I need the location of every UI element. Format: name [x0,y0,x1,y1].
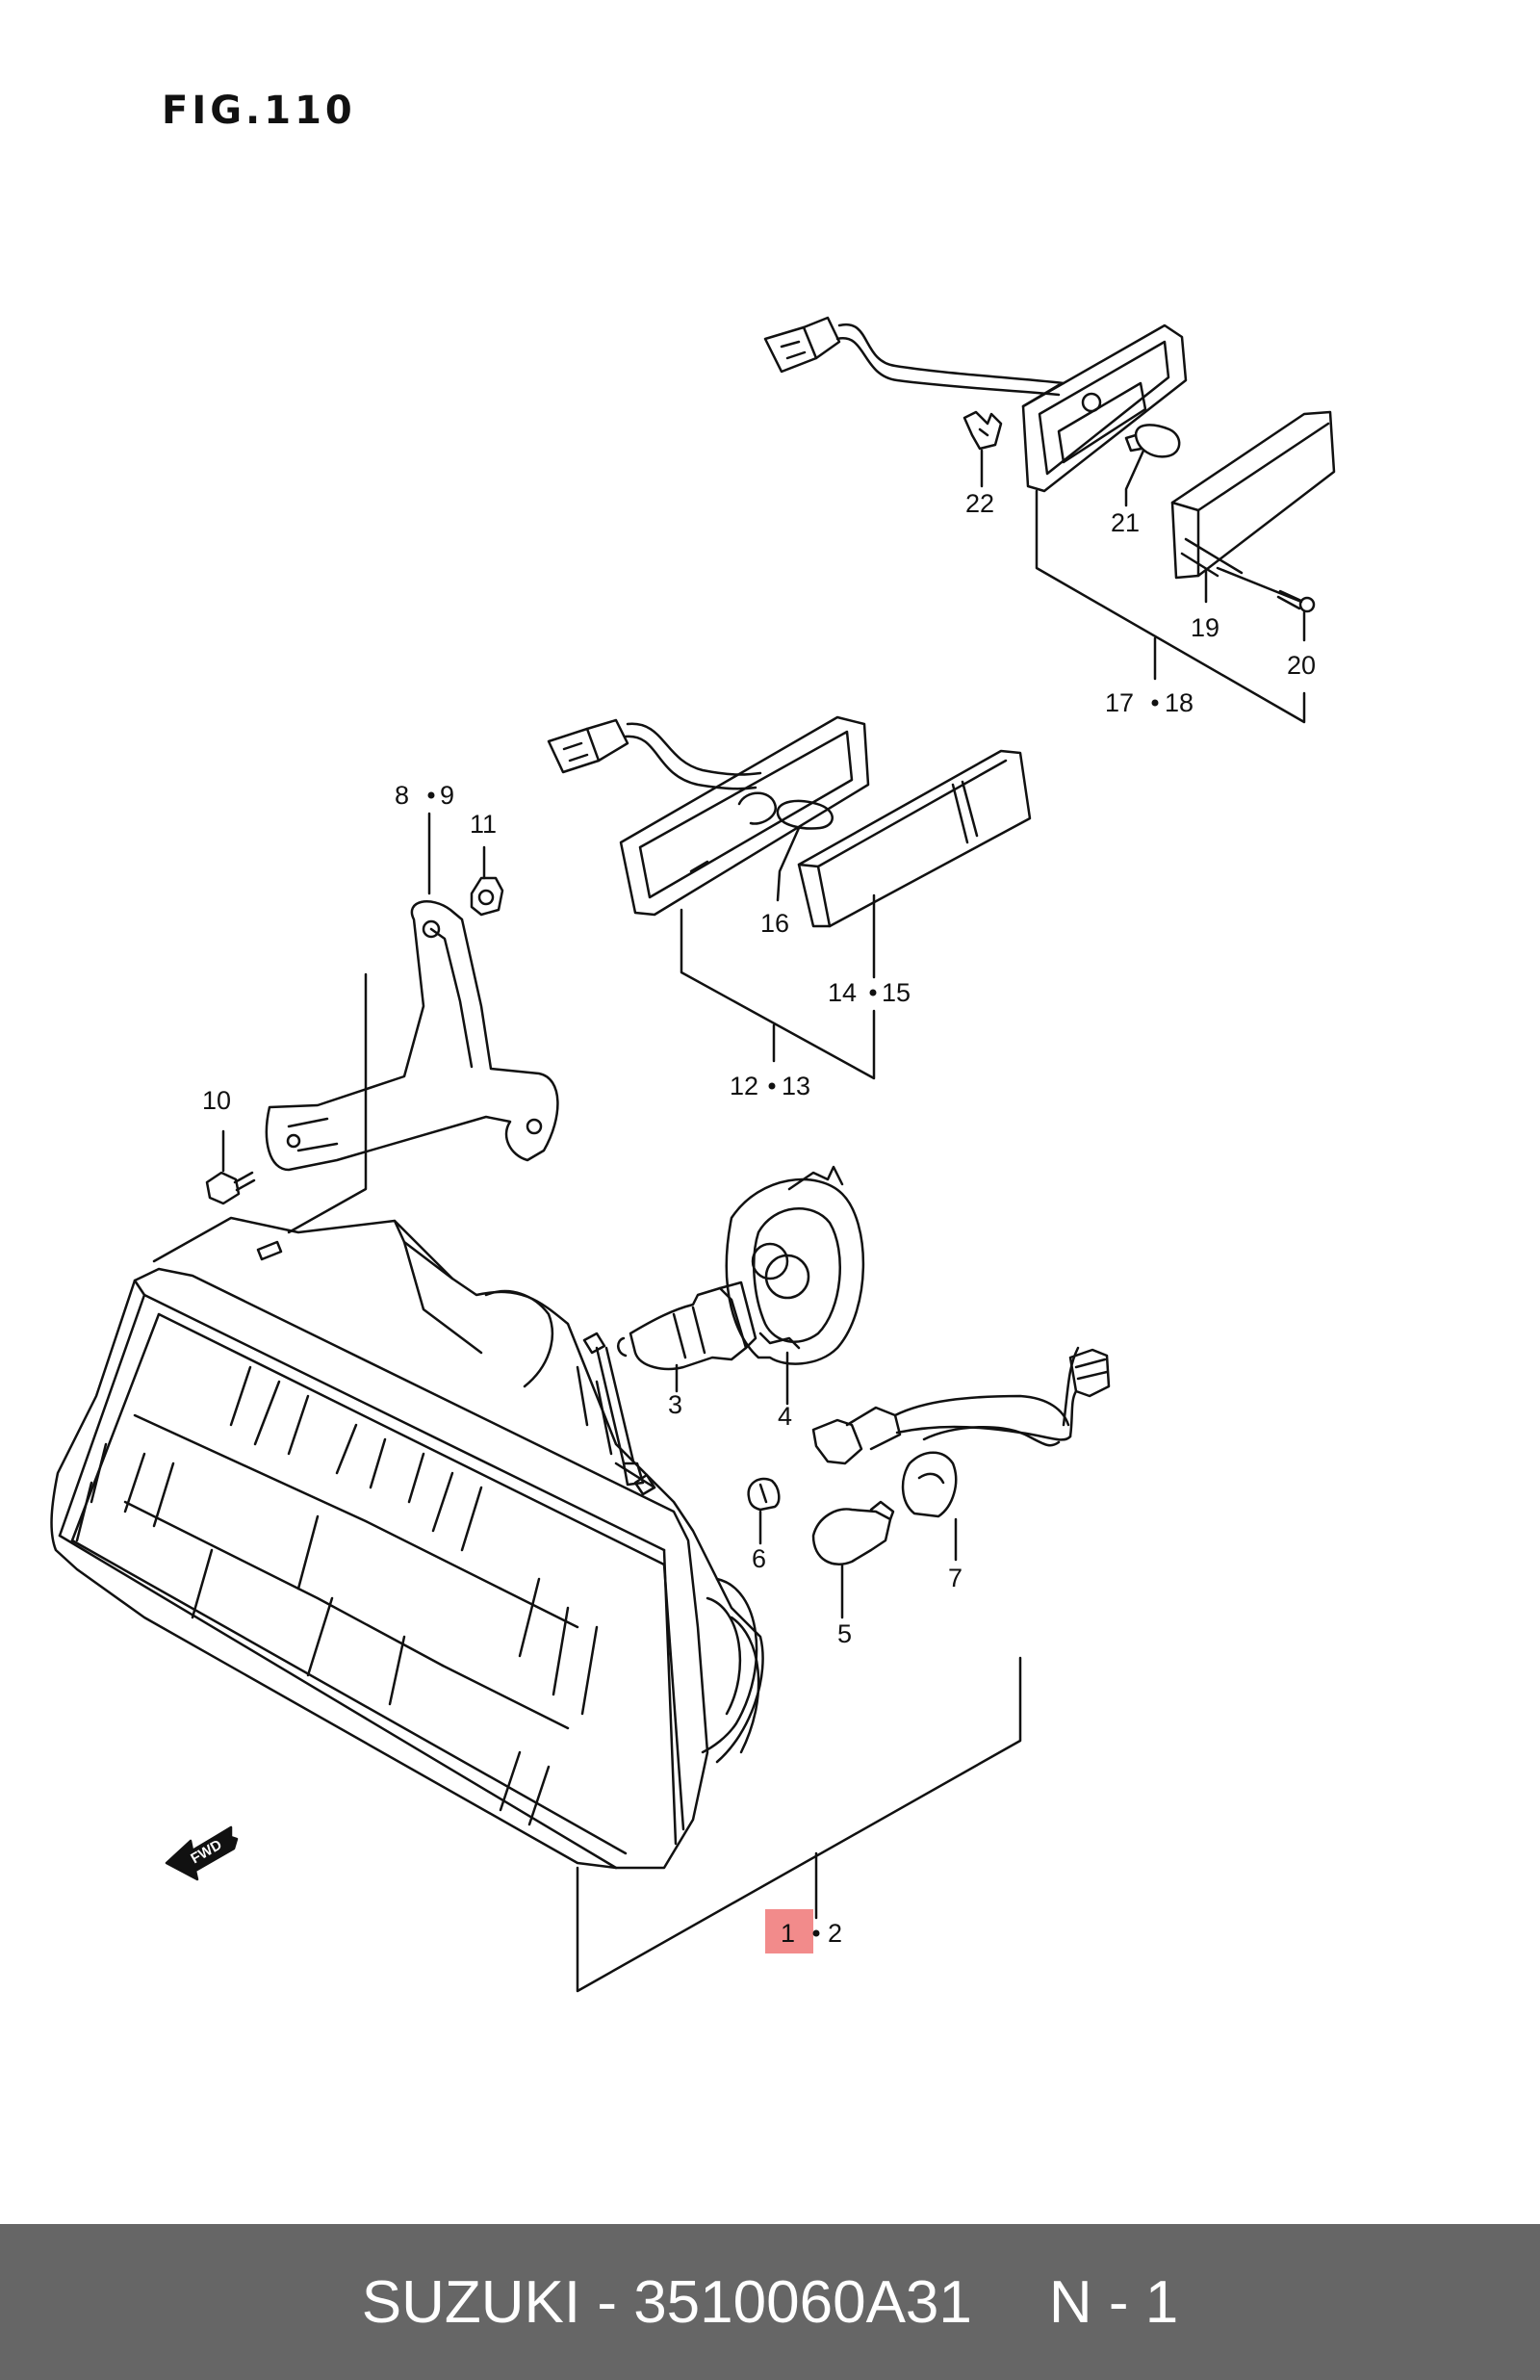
bulb-socket-ring [725,1165,865,1365]
callout-labels: 1 2 3 4 5 6 7 8 9 10 11 12 13 14 15 16 1… [202,489,1316,1948]
callout-3: 3 [668,1390,682,1419]
footer-bar: SUZUKI - 3510060A31 N - 1 [0,2224,1540,2380]
front-marker-connector [547,718,762,790]
callout-4: 4 [778,1402,792,1431]
callout-12: 12 [730,1072,758,1100]
callout-14: 14 [828,978,857,1007]
bracket-screw [205,1171,256,1205]
callout-10: 10 [202,1086,231,1115]
side-marker-connector [763,316,1065,397]
headlamp-lens [50,1267,709,1870]
callout-22: 22 [965,489,994,518]
front-marker-lens [797,749,1032,928]
turn-signal-bulb [811,1500,895,1565]
front-marker-bulb [776,799,834,830]
callout-18: 18 [1165,688,1194,717]
fwd-arrow-icon [165,1825,239,1881]
headlamp-rear-dome [701,1577,758,1754]
callout-7: 7 [948,1564,962,1592]
callout-20: 20 [1287,651,1316,680]
callout-13: 13 [782,1072,810,1100]
wedge-bulb [747,1477,781,1512]
highlight-box [765,1909,813,1953]
headlamp-bracket [265,900,559,1172]
side-bulb-socket [901,1425,1061,1518]
figure-title: FIG.110 [162,89,356,133]
callout-6: 6 [752,1544,766,1573]
callout-17: 17 [1105,688,1134,717]
parts-diagram: 1 2 3 4 5 6 7 8 9 10 11 12 13 14 15 16 1… [50,316,1336,1993]
callout-19: 19 [1191,613,1219,642]
footer-quantity: N - 1 [1048,2268,1179,2336]
headlamp-housing [152,1216,764,1764]
turn-signal-socket [811,1346,1111,1465]
callout-15: 15 [882,978,911,1007]
headlamp-bulb [617,1281,757,1371]
callout-16: 16 [760,909,789,938]
adjuster-screw [582,1332,645,1487]
side-marker-housing [1021,323,1188,493]
callout-1: 1 [781,1919,795,1948]
callout-11: 11 [470,810,497,839]
callout-dots [427,699,1159,1937]
callout-9: 9 [440,781,454,810]
callout-21: 21 [1111,508,1140,537]
side-marker-lens [1170,410,1336,580]
side-marker-bulb [1124,424,1181,458]
front-marker-housing [619,715,870,917]
bracket-nut [470,876,504,917]
footer-part-number: SUZUKI - 3510060A31 [361,2268,972,2336]
callout-5: 5 [837,1619,852,1648]
callout-8: 8 [395,781,409,810]
callout-2: 2 [828,1919,842,1948]
side-marker-screw-22 [962,410,1003,451]
